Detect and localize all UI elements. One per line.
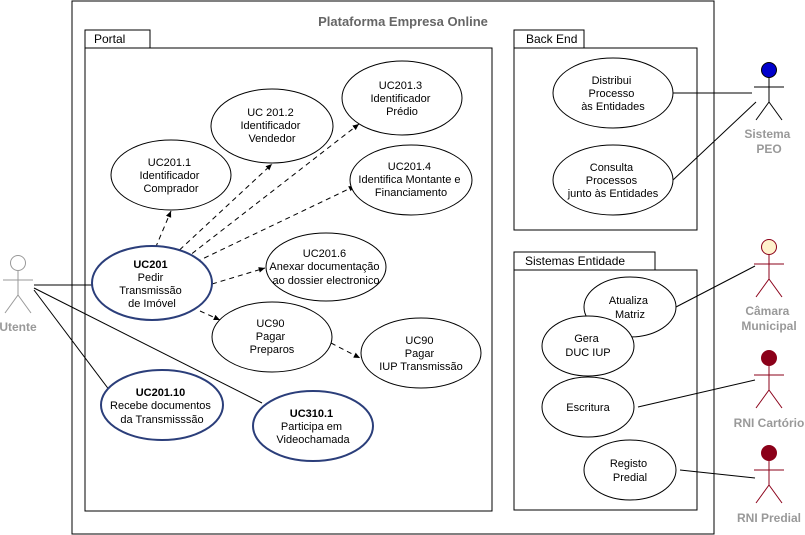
backend-package: Back End: [513, 29, 698, 231]
actor-head-icon: [761, 239, 777, 255]
svg-text:UC201.6 Anexar documenta: UC201.6 Anexar documentação ao dossier e…: [269, 248, 382, 287]
svg-text:Consulta Processos: Consulta Processos junto às Entidades: [567, 162, 659, 200]
use-case-escritura[interactable]: Escritura: [541, 376, 635, 438]
use-case-uc2016[interactable]: UC201.6 Anexar documentação ao dossier e…: [265, 232, 387, 302]
svg-text:Escritura: Escritura: [566, 402, 610, 414]
use-case-uc2013[interactable]: UC201.3 Identificador Prédio: [341, 60, 463, 136]
svg-text:UC201.1 Identificador: UC201.1 Identificador Comprador: [140, 157, 203, 195]
system-boundary: [71, 0, 715, 535]
svg-text:UC201.10 Recebe document: UC201.10 Recebe documentos da Transmisss…: [110, 387, 214, 426]
use-case-uc90-preparos[interactable]: UC90 Pagar Preparos: [211, 301, 333, 373]
actor-rni-predial-label: RNI Predial: [737, 511, 801, 525]
svg-text:Registo Predial: Registo Predial: [610, 458, 650, 484]
portal-package-label: Portal: [94, 32, 125, 46]
actor-camara-label: Câmara Municipal: [741, 304, 796, 333]
actor-sistema-peo-label: Sistema PEO: [744, 127, 793, 156]
actor-rni-cartorio-label: RNI Cartório: [734, 416, 805, 430]
actor-rni-cartorio[interactable]: [754, 350, 784, 409]
svg-text:Distribui Processo: Distribui Processo às Entidades: [581, 75, 645, 113]
svg-text:Gera DUC IUP: Gera DUC IUP: [565, 333, 610, 359]
actor-utente[interactable]: [3, 255, 33, 314]
svg-text:UC201 Pedir Transm: UC201 Pedir Transmissão de Imóvel: [119, 259, 185, 310]
use-case-uc90-iup[interactable]: UC90 Pagar IUP Transmissão: [360, 317, 482, 389]
svg-text:UC201.4 Identifica Monta: UC201.4 Identifica Montante e Financiame…: [358, 161, 463, 199]
portal-package: Portal: [84, 29, 493, 512]
svg-text:UC90 Pagar IUP Tra: UC90 Pagar IUP Transmissão: [379, 335, 463, 373]
svg-text:UC201.3 Identificador: UC201.3 Identificador Prédio: [371, 80, 434, 118]
svg-text:UC310.1 Participa em: UC310.1 Participa em Videochamada: [276, 408, 350, 446]
use-case-uc2012[interactable]: UC 201.2 Identificador Vendedor: [210, 88, 334, 164]
include-arrows: [151, 123, 361, 359]
actor-head-icon: [761, 350, 777, 366]
svg-text:UC90 Pagar Preparo: UC90 Pagar Preparos: [250, 318, 295, 356]
actor-rni-predial[interactable]: [754, 445, 784, 504]
use-case-gera[interactable]: Gera DUC IUP: [541, 315, 635, 377]
use-case-distribui[interactable]: Distribui Processo às Entidades: [552, 57, 674, 129]
use-case-uc3101[interactable]: UC310.1 Participa em Videochamada: [252, 390, 374, 462]
svg-text:Atualiza Matriz: Atualiza Matriz: [609, 295, 651, 321]
actor-head-icon: [761, 62, 777, 78]
sistemas-package-label: Sistemas Entidade: [525, 254, 625, 268]
use-case-uc2014[interactable]: UC201.4 Identifica Montante e Financiame…: [349, 144, 473, 216]
actor-head-icon: [761, 445, 777, 461]
actor-camara-municipal[interactable]: [754, 239, 784, 298]
backend-package-label: Back End: [526, 32, 577, 46]
use-case-registo[interactable]: Registo Predial: [583, 439, 677, 501]
actor-head-icon: [10, 255, 26, 271]
actor-utente-label: Utente: [0, 320, 37, 334]
svg-text:UC 201.2 Identificador: UC 201.2 Identificador Vendedor: [241, 107, 304, 145]
sistemas-package: Sistemas Entidade: [513, 251, 698, 511]
actor-sistema-peo[interactable]: [754, 62, 784, 121]
use-case-uc20110[interactable]: UC201.10 Recebe documentos da Transmisss…: [100, 369, 224, 441]
platform-title: Plataforma Empresa Online: [318, 14, 488, 29]
use-case-uc2011[interactable]: UC201.1 Identificador Comprador: [110, 139, 232, 211]
use-case-consulta[interactable]: Consulta Processos junto às Entidades: [552, 144, 674, 216]
use-case-uc201[interactable]: UC201 Pedir Transmissão de Imóvel: [91, 245, 213, 321]
associations: [33, 92, 757, 479]
